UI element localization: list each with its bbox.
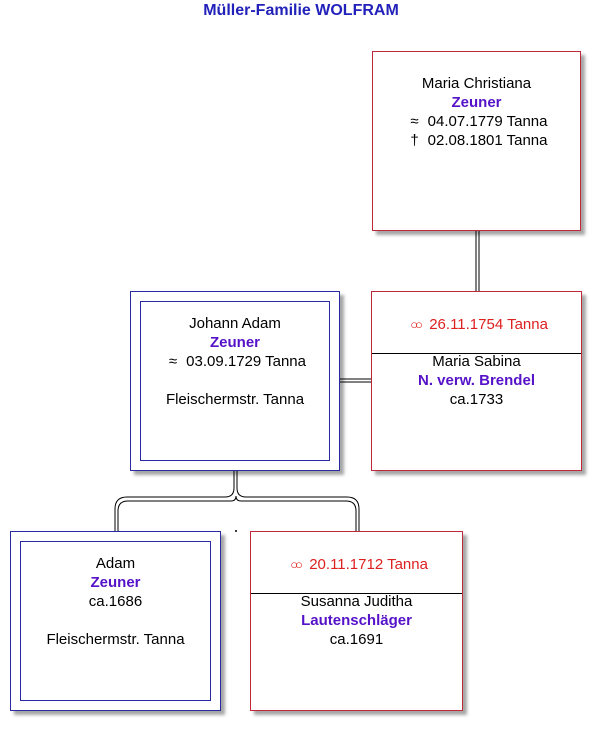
baptism-icon: ≈	[168, 353, 178, 370]
person-box-adam[interactable]: Adam Zeuner ca.1686 Fleischermstr. Tanna	[10, 531, 221, 711]
given-name: Adam	[95, 555, 136, 572]
given-name: Johann Adam	[189, 315, 281, 332]
baptism-line: ≈ 04.07.1779 Tanna	[373, 112, 580, 131]
surname: Lautenschläger	[301, 612, 412, 629]
given-name: Susanna Juditha	[300, 593, 413, 610]
person-box-johann-adam[interactable]: Johann Adam Zeuner ≈ 03.09.1729 Tanna Fl…	[130, 291, 340, 471]
person-box-susanna-juditha[interactable]: ○○ 20.11.1712 Tanna Susanna Juditha Laut…	[250, 531, 463, 711]
occupation: Fleischermstr. Tanna	[165, 391, 305, 408]
inner-border	[20, 541, 211, 701]
death-date: 02.08.1801 Tanna	[427, 132, 548, 149]
wedding-rings-icon: ○○	[290, 557, 303, 572]
surname: Zeuner	[90, 574, 141, 591]
baptism-line: ≈ 03.09.1729 Tanna	[131, 352, 339, 371]
marriage-line: ○○ 26.11.1754 Tanna	[372, 315, 581, 334]
baptism-icon: ≈	[410, 113, 419, 130]
marriage-line: ○○ 20.11.1712 Tanna	[251, 555, 462, 574]
death-icon: †	[410, 132, 419, 149]
birth-date: ca.1733	[449, 391, 504, 408]
occupation: Fleischermstr. Tanna	[46, 631, 185, 648]
given-name: Maria Sabina	[432, 353, 521, 370]
chart-title: Müller-Familie WOLFRAM	[203, 2, 399, 19]
baptism-date: 03.09.1729 Tanna	[186, 353, 306, 370]
baptism-date: 04.07.1779 Tanna	[427, 113, 548, 130]
divider	[251, 593, 462, 594]
death-line: † 02.08.1801 Tanna	[373, 131, 580, 150]
given-name: Maria Christiana	[421, 75, 532, 92]
birth-date: ca.1686	[88, 593, 143, 610]
marriage-date: 26.11.1754 Tanna	[429, 316, 548, 333]
person-box-maria-sabina[interactable]: ○○ 26.11.1754 Tanna Maria Sabina N. verw…	[371, 291, 582, 471]
surname: Zeuner	[451, 94, 502, 111]
inner-border	[140, 301, 330, 461]
person-box-maria-christiana[interactable]: Maria Christiana Zeuner ≈ 04.07.1779 Tan…	[372, 51, 581, 231]
divider	[372, 353, 581, 354]
wedding-rings-icon: ○○	[410, 317, 423, 332]
surname: Zeuner	[209, 334, 260, 351]
birth-date: ca.1691	[329, 631, 384, 648]
marriage-date: 20.11.1712 Tanna	[309, 556, 428, 573]
surname: N. verw. Brendel	[418, 372, 535, 389]
